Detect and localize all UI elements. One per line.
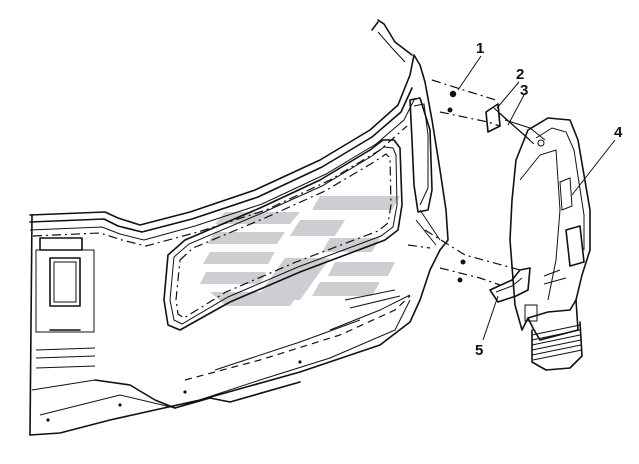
part-5-bracket bbox=[457, 259, 531, 303]
leader-lines bbox=[457, 55, 616, 341]
corrugated-hose bbox=[531, 321, 583, 371]
rear-pillar bbox=[409, 97, 441, 246]
lower-body-lines bbox=[46, 289, 411, 422]
callout-label-3: 3 bbox=[520, 82, 528, 99]
callout-labels: 1 2 3 4 5 bbox=[475, 40, 623, 359]
callout-label-4: 4 bbox=[614, 124, 623, 141]
callout-label-2: 2 bbox=[516, 66, 524, 83]
assembly-lines bbox=[407, 79, 521, 286]
body-side-panel bbox=[29, 19, 449, 436]
callout-label-5: 5 bbox=[475, 342, 483, 359]
left-vent-details bbox=[35, 237, 96, 369]
part-4-air-duct bbox=[509, 117, 591, 341]
window-opening bbox=[163, 139, 403, 331]
watermark-logo bbox=[200, 196, 400, 306]
part-1-fastener bbox=[447, 90, 457, 113]
callout-label-1: 1 bbox=[476, 40, 484, 57]
